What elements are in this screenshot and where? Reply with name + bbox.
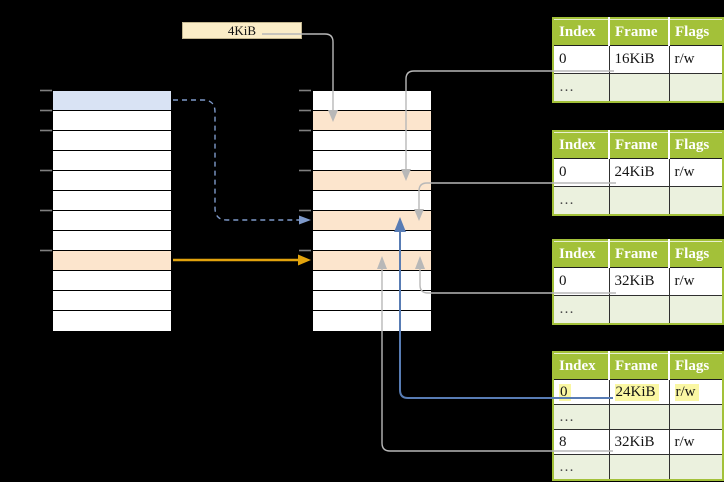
column-header-index: Index <box>553 18 610 46</box>
highlighted-value: 24KiB <box>614 383 659 401</box>
cell <box>668 73 724 103</box>
level2-row-4 <box>53 171 171 191</box>
highlighted-value: r/w <box>674 383 699 401</box>
memory-frame-row-3 <box>313 151 431 171</box>
column-header-frame: Frame <box>609 352 670 380</box>
level2-row-6 <box>53 211 171 231</box>
memory-frame-row-5 <box>313 191 431 211</box>
cell: r/w <box>668 429 724 455</box>
cell: 32KiB <box>608 429 670 455</box>
level2-row-1 <box>53 111 171 131</box>
cell <box>608 454 670 481</box>
cell: r/w <box>668 379 724 405</box>
cell: r/w <box>668 267 724 296</box>
table-row: … <box>552 404 724 430</box>
cell: … <box>552 454 610 481</box>
cell: r/w <box>668 158 724 187</box>
column-header-frame: Frame <box>609 240 670 268</box>
column-header-index: Index <box>553 352 610 380</box>
cell: r/w <box>668 45 724 74</box>
cell: 16KiB <box>608 45 670 74</box>
level2-row-3 <box>53 151 171 171</box>
cell: … <box>552 186 610 216</box>
cell <box>668 186 724 216</box>
cell: 24KiB <box>608 379 670 405</box>
cell: 8 <box>552 429 610 455</box>
column-header-flags: Flags <box>669 18 723 46</box>
column-header-frame: Frame <box>609 18 670 46</box>
level2-row-5 <box>53 191 171 211</box>
cell: 32KiB <box>608 267 670 296</box>
table-row: … <box>552 73 724 103</box>
physical-memory-column <box>312 90 432 331</box>
memory-frame-row-7 <box>313 231 431 251</box>
table-row: … <box>552 454 724 481</box>
level2-table-column <box>52 90 172 331</box>
memory-frame-row-8 <box>313 251 431 271</box>
table-row: 0 24KiB r/w <box>552 379 724 405</box>
cell: 0 <box>552 45 610 74</box>
level2-row-2 <box>53 131 171 151</box>
table-row: … <box>552 186 724 216</box>
level2-row-7 <box>53 231 171 251</box>
cell <box>608 186 670 216</box>
memory-frame-row-10 <box>313 291 431 311</box>
cell: … <box>552 73 610 103</box>
column-header-flags: Flags <box>669 352 723 380</box>
cell: 0 <box>552 158 610 187</box>
column-header-index: Index <box>553 240 610 268</box>
memory-frame-row-0 <box>313 91 431 111</box>
memory-frame-row-4 <box>313 171 431 191</box>
cell <box>608 295 670 325</box>
cell: 24KiB <box>608 158 670 187</box>
frame-size-label: 4KiB <box>182 22 302 39</box>
highlighted-value: 0 <box>559 383 571 401</box>
cell <box>608 404 670 430</box>
cell <box>668 404 724 430</box>
table-row: … <box>552 295 724 325</box>
column-header-flags: Flags <box>669 240 723 268</box>
level2-row-9 <box>53 271 171 291</box>
memory-frame-row-2 <box>313 131 431 151</box>
level2-row-0 <box>53 91 171 111</box>
cell: … <box>552 295 610 325</box>
memory-frame-row-1 <box>313 111 431 131</box>
arrow-dashed-l2row0-to-frame24kib <box>173 99 311 225</box>
column-header-index: Index <box>553 131 610 159</box>
arrow-orange-l2row8-to-frame32kib <box>173 254 311 266</box>
cell: … <box>552 404 610 430</box>
level2-row-8 <box>53 251 171 271</box>
memory-frame-row-6 <box>313 211 431 231</box>
cell <box>608 73 670 103</box>
column-header-flags: Flags <box>669 131 723 159</box>
cell: 0 <box>552 267 610 296</box>
level2-row-11 <box>53 311 171 331</box>
memory-frame-row-9 <box>313 271 431 291</box>
column-header-frame: Frame <box>609 131 670 159</box>
cell <box>668 295 724 325</box>
cell: 0 <box>552 379 610 405</box>
level2-row-10 <box>53 291 171 311</box>
memory-frame-row-11 <box>313 311 431 331</box>
cell <box>668 454 724 481</box>
